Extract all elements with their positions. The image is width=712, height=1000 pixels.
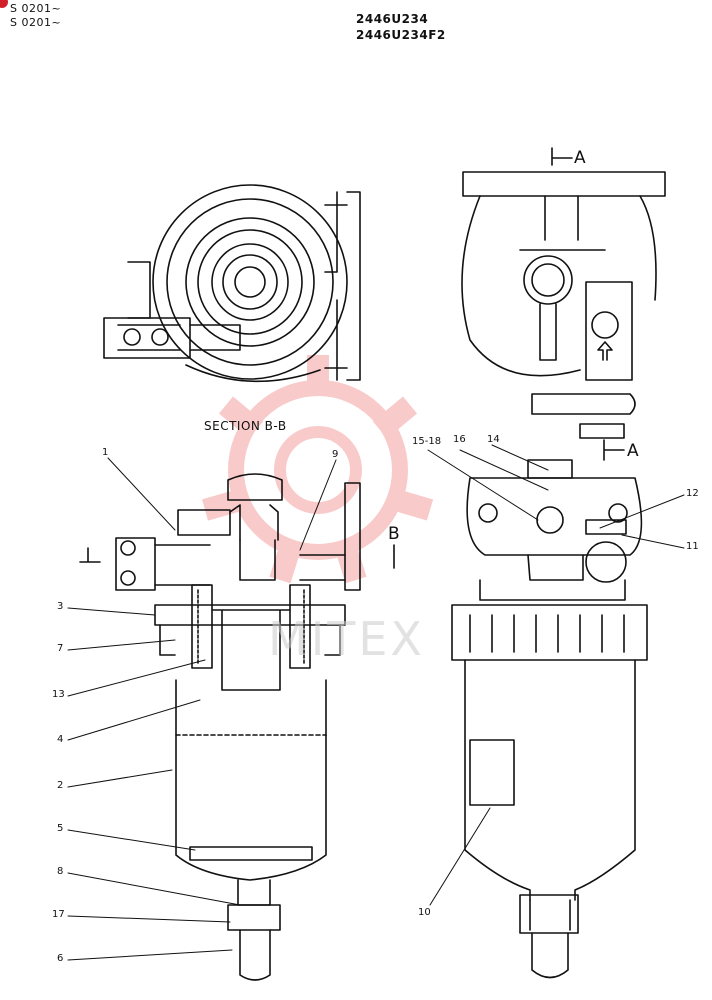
section-a-label-top: A [574,148,586,168]
callout-8: 8 [57,866,64,877]
callout-2: 2 [57,780,64,791]
leader-lines [67,444,685,961]
callout-12: 12 [686,488,699,499]
callout-15-18: 15-18 [412,436,442,447]
section-b-b-view [79,473,395,981]
callout-17: 17 [52,909,65,920]
callout-10: 10 [418,907,431,918]
part-code-1: 2446U234 [356,12,429,26]
callout-13: 13 [52,689,65,700]
callout-5: 5 [57,823,64,834]
callout-3: 3 [57,601,64,612]
section-title: SECTION B-B [204,419,287,433]
serial-range-1: S 0201~ [10,2,62,15]
callout-9: 9 [332,449,339,460]
callout-1: 1 [102,447,109,458]
watermark-gear-logo [201,355,434,584]
callout-7: 7 [57,643,64,654]
exterior-view [451,459,648,979]
watermark-text: MITEX [268,612,425,666]
top-plan-view [103,184,361,383]
callout-16: 16 [453,434,466,445]
section-a-label-bottom: A [627,441,639,461]
section-b-label: B [388,524,400,544]
callout-14: 14 [487,434,500,445]
part-code-2: 2446U234F2 [356,28,446,42]
callout-11: 11 [686,541,699,552]
callout-4: 4 [57,734,64,745]
callout-6: 6 [57,953,64,964]
red-dot-marker [0,0,8,8]
top-side-view [461,147,666,461]
serial-range-2: S 0201~ [10,16,62,29]
